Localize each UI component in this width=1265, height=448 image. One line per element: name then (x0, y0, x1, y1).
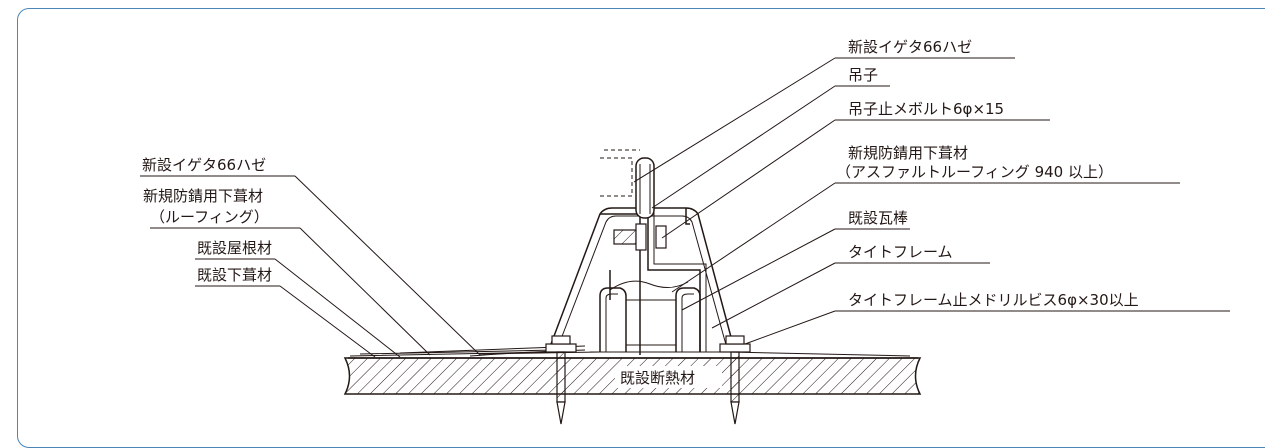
drill-screw-left (545, 335, 577, 425)
label-right-kawarabo: 既設瓦棒 (848, 209, 908, 227)
label-left-underlay-2: （ルーフィング） (150, 208, 269, 226)
label-left-underlay-1: 新規防錆用下葺材 (143, 187, 263, 205)
right-leaders (633, 57, 1230, 345)
left-leaders (140, 175, 481, 358)
label-right-drillscrew: タイトフレーム止メドリルビス6φ×30以上 (848, 291, 1139, 309)
clip-bolt (613, 223, 667, 251)
insulation-board (343, 357, 922, 395)
label-left-haze: 新設イゲタ66ハゼ (142, 156, 266, 174)
existing-batten (599, 280, 701, 352)
label-right-bolt: 吊子止メボルト6φ×15 (848, 100, 1004, 118)
roof-section-diagram: 新設イゲタ66ハゼ 吊子 吊子止メボルト6φ×15 新規防錆用下葺材 （アスファ… (140, 38, 1230, 425)
clip (609, 190, 707, 352)
label-left-roofing: 既設屋根材 (197, 239, 272, 257)
drill-screw-right (719, 335, 751, 425)
roof-layers (348, 345, 918, 359)
label-right-hazetop: 新設イゲタ66ハゼ (848, 38, 972, 56)
label-right-underlay-2: （アスファルトルーフィング 940 以上） (836, 163, 1113, 181)
label-right-tsurishi: 吊子 (848, 66, 878, 84)
label-right-underlay-1: 新規防錆用下葺材 (848, 144, 968, 162)
label-insulation: 既設断熱材 (620, 369, 695, 387)
label-left-under: 既設下葺材 (197, 266, 272, 284)
label-right-tightframe: タイトフレーム (848, 243, 953, 261)
